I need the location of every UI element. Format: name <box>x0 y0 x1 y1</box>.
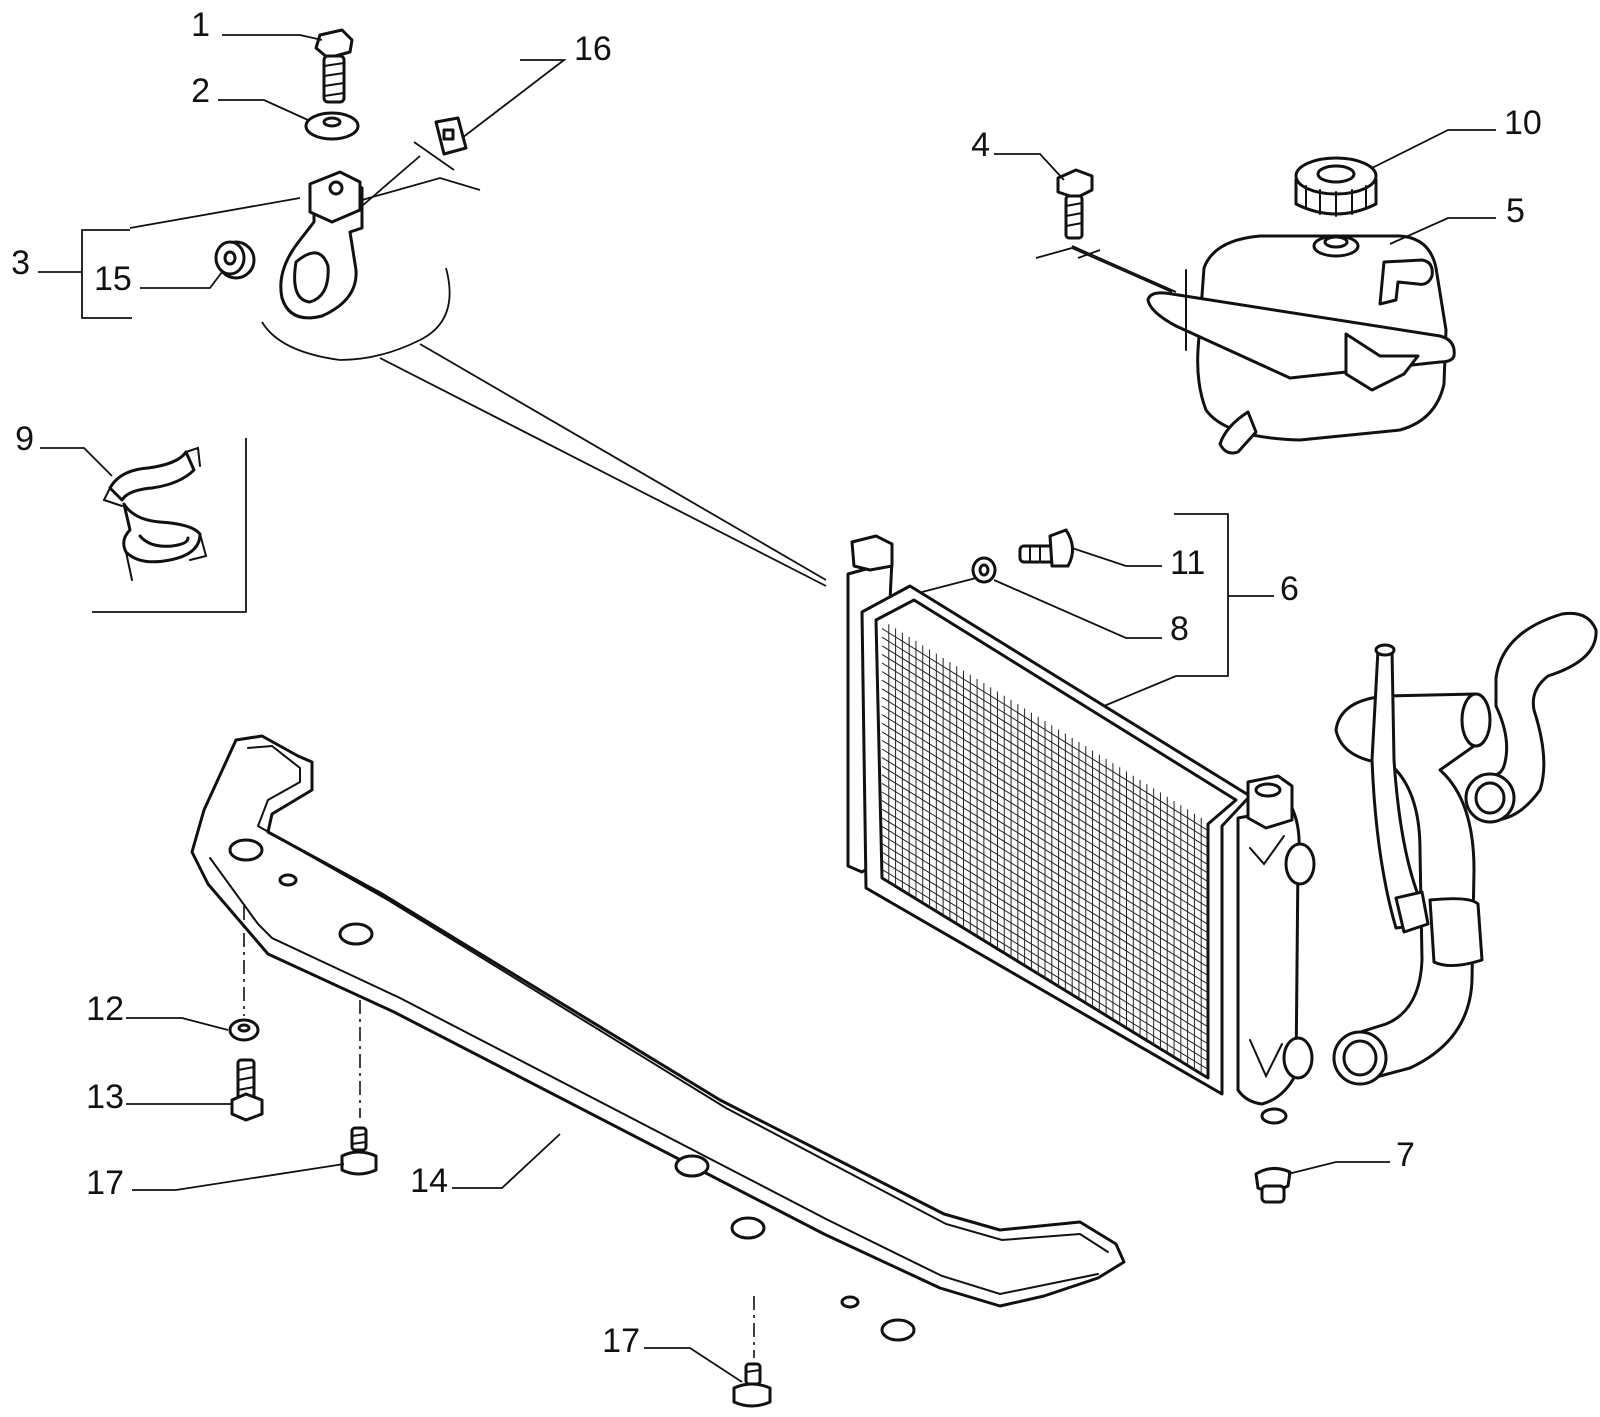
tube-row <box>881 834 1209 1036</box>
tube-row <box>881 705 1209 908</box>
tube-row <box>881 774 1209 977</box>
tube-row <box>881 722 1209 925</box>
tube-row <box>881 808 1209 1011</box>
tube-row <box>881 628 1209 831</box>
bolt-part-4 <box>1056 168 1094 240</box>
callout-13: 13 <box>86 1078 124 1116</box>
tube-row <box>881 825 1209 1028</box>
callout-7: 7 <box>1396 1136 1415 1174</box>
callout-3: 3 <box>11 244 30 282</box>
callout-6: 6 <box>1280 570 1299 608</box>
tube-row <box>881 714 1209 917</box>
tube-row <box>881 748 1209 951</box>
callout-4: 4 <box>971 126 990 164</box>
tube-row <box>881 696 1209 900</box>
tube-row <box>881 757 1209 959</box>
tube-row <box>881 817 1209 1019</box>
callout-12: 12 <box>86 990 124 1028</box>
tube-row <box>881 731 1209 934</box>
washer-part-12 <box>228 1018 260 1042</box>
callout-16: 16 <box>574 30 612 68</box>
tube-row <box>881 688 1209 891</box>
callout-1: 1 <box>191 6 210 44</box>
clip-part-9 <box>102 446 208 581</box>
callout-10: 10 <box>1504 104 1542 142</box>
callout-17-lower: 17 <box>602 1322 640 1360</box>
tube-row <box>881 791 1209 994</box>
tube-row <box>881 679 1209 883</box>
tube-row <box>881 843 1209 1045</box>
cap-part-10 <box>1294 156 1378 217</box>
tube-row <box>881 653 1209 857</box>
tube-row <box>881 662 1209 866</box>
tube-row <box>881 645 1209 849</box>
tube-row <box>881 851 1209 1053</box>
grommet-part-15 <box>214 240 256 280</box>
tube-row <box>881 868 1209 1070</box>
tube-row <box>881 860 1209 1062</box>
bolt-part-13 <box>230 1058 264 1122</box>
hose-lower <box>1332 692 1492 1086</box>
expansion-tank-part-5 <box>1146 234 1456 455</box>
callout-15: 15 <box>94 260 132 298</box>
callout-8: 8 <box>1170 610 1189 648</box>
bolt-part-1 <box>314 28 354 104</box>
tube-row <box>881 636 1209 840</box>
crossmember-part-14 <box>190 734 1126 1342</box>
bracket-part-3 <box>279 170 364 320</box>
plug-part-7 <box>1254 1167 1292 1204</box>
callout-17-upper: 17 <box>86 1164 124 1202</box>
vent-pipe <box>1370 643 1430 934</box>
tube-row <box>881 800 1209 1002</box>
radiator-part-6 <box>846 534 1316 1125</box>
callout-14: 14 <box>410 1162 448 1200</box>
callout-11: 11 <box>1170 544 1205 582</box>
washer-part-2 <box>304 111 360 141</box>
tube-row <box>881 765 1209 968</box>
hose-upper <box>1464 611 1598 824</box>
tube-row <box>881 782 1209 985</box>
washer-part-8 <box>971 556 997 584</box>
callout-5: 5 <box>1506 192 1525 230</box>
bolt-part-17-upper <box>340 1126 378 1176</box>
bolt-part-17-lower <box>732 1362 772 1408</box>
tube-row <box>881 739 1209 942</box>
nut-clip-part-16 <box>434 116 468 156</box>
bleed-screw-part-11 <box>1018 528 1074 568</box>
radiator-core-fins <box>881 624 1209 1074</box>
tube-row <box>881 671 1209 874</box>
callout-2: 2 <box>191 72 210 110</box>
callout-9: 9 <box>15 420 34 458</box>
